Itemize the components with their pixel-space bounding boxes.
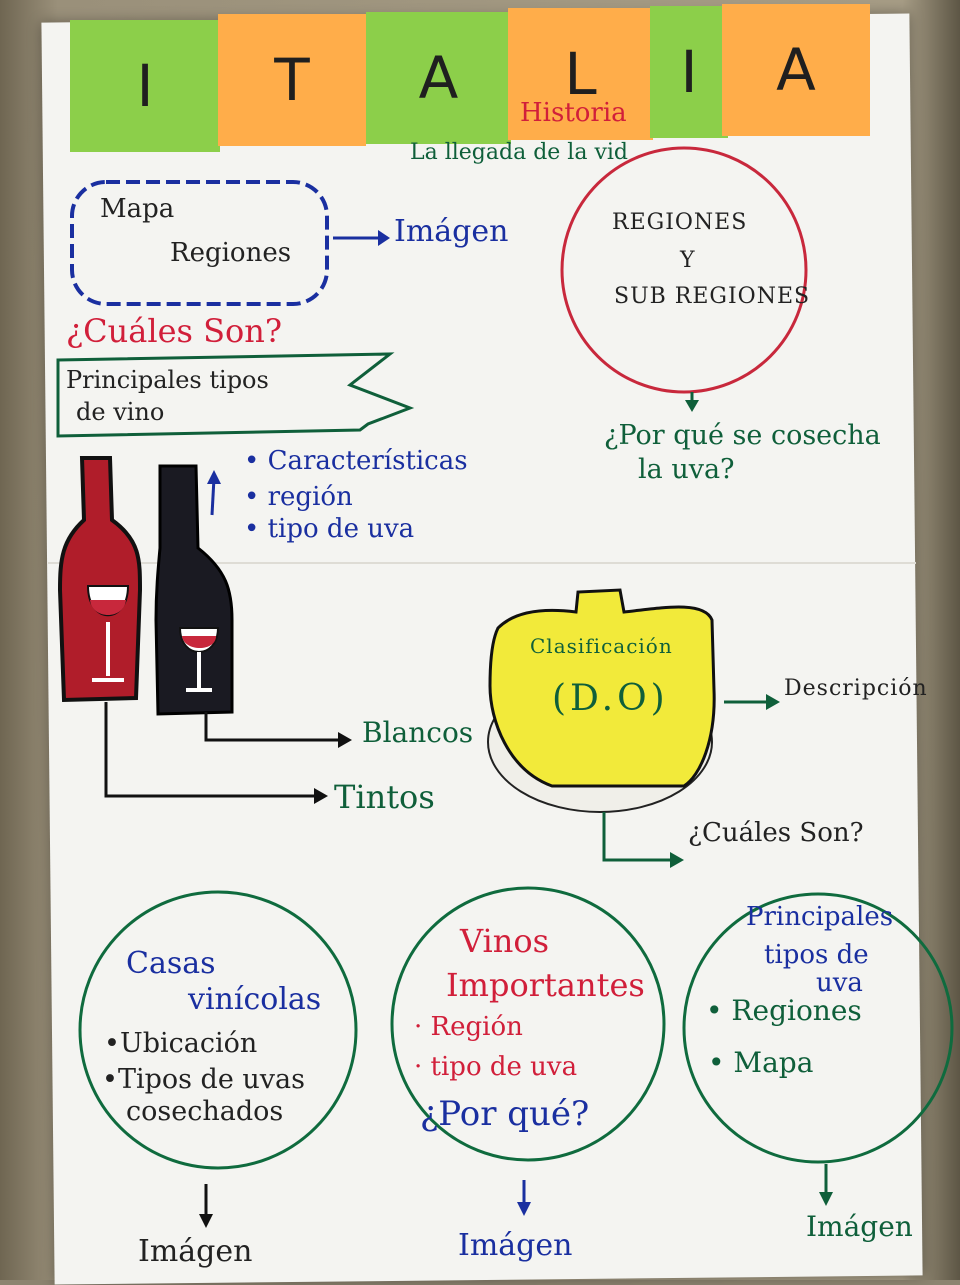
regiones-line2: Y [680,248,695,273]
descripcion-label: Descripción [784,676,928,701]
bullet-tipo-uva: • tipo de uva [244,514,415,544]
tipos-item2: • Mapa [708,1046,814,1079]
cuales-son-question-1: ¿Cuáles Son? [66,312,283,350]
vinos-item1-text: Región [430,1012,523,1042]
casas-down-arrow-icon [199,1214,213,1228]
vinos-down-arrow-icon [517,1202,531,1216]
mapa-line2: Regiones [170,238,292,268]
banner-ribbon [56,352,415,438]
letter-a: A [418,44,459,112]
llegada-label: La llegada de la vid [410,140,628,165]
vinos-question: ¿Por qué? [420,1094,590,1134]
bullet-caracteristicas: • Características [244,446,468,476]
vinos-circle [390,886,666,1162]
up-arrow-icon [207,470,221,484]
letter-t: T [274,46,310,114]
sticky-note-3: A [366,12,511,144]
casas-item2: •Tipos de uvas [102,1064,305,1095]
cuales-son-question-2: ¿Cuáles Son? [688,818,864,848]
casas-imagen-label: Imágen [138,1234,253,1269]
letter-i2: I [680,38,698,106]
casas-item1-text: Ubicación [119,1028,258,1059]
clasificacion-line1: Clasificación [530,634,673,658]
regiones-line3: SUB REGIONES [614,284,811,309]
regiones-circle [560,146,808,394]
dark-wine-bottle-icon [154,464,234,716]
vinos-title2: Importantes [446,966,645,1004]
vinos-item1: · Región [414,1012,523,1042]
casas-item2-text: Tipos de uvas [117,1064,305,1095]
sticky-note-1: I [70,20,220,152]
bullet-tipo-uva-text: tipo de uva [267,514,415,544]
sticky-note-6: A [722,4,870,136]
mapa-cloud [70,180,329,306]
tipos-uva-circle [682,892,954,1164]
descripcion-arrow-icon [766,694,780,710]
tipos-imagen-label: Imágen [806,1210,913,1243]
bullet-region-text: región [267,482,353,512]
paper-fold [48,562,916,564]
casas-item1: •Ubicación [104,1028,258,1059]
tipos-down-arrow-icon [819,1192,833,1206]
vinos-title1: Vinos [460,922,550,960]
bullet-caracteristicas-text: Características [267,446,468,476]
vinos-item2-text: tipo de uva [430,1052,578,1082]
casas-item2b: cosechados [126,1096,284,1127]
casas-title1: Casas [126,946,216,981]
tipos-title1: Principales [746,902,894,932]
letter-l: L [564,40,597,108]
sticky-note-2: T [218,14,366,146]
mapa-arrow-icon [378,230,390,246]
sticky-note-4: L [508,8,653,140]
cuales-arrow-icon [670,852,684,868]
historia-label: Historia [520,98,627,128]
blancos-label: Blancos [362,716,474,749]
mapa-imagen-label: Imágen [394,214,509,249]
vinos-imagen-label: Imágen [458,1228,573,1263]
down-arrow-icon [685,400,699,412]
tintos-arrow-icon [314,788,328,804]
red-wine-bottle-icon [57,456,143,703]
tipos-item2-text: Mapa [733,1046,814,1079]
clasificacion-line2: (D.O) [552,678,669,719]
tintos-label: Tintos [334,778,435,816]
casas-title2: vinícolas [188,982,322,1017]
mapa-line1: Mapa [100,194,175,224]
tipos-title3: uva [816,968,863,998]
letter-a2: A [776,36,816,104]
apple-classification-shape [488,588,716,788]
blancos-arrow-icon [338,732,352,748]
vinos-item2: · tipo de uva [414,1052,578,1082]
tipos-item1: • Regiones [706,994,862,1027]
casas-circle [78,890,358,1170]
porque-cosecha-line1: ¿Por qué se cosecha [604,420,881,451]
tipos-item1-text: Regiones [731,994,862,1027]
sticky-note-5: I [650,6,728,138]
banner-line1: Principales tipos [66,366,269,394]
tipos-title2: tipos de [764,940,869,970]
regiones-line1: REGIONES [612,210,748,235]
bullet-region: • región [244,482,353,512]
banner-line2: de vino [76,398,165,426]
porque-cosecha-line2: la uva? [638,454,735,485]
letter-i: I [136,52,154,120]
